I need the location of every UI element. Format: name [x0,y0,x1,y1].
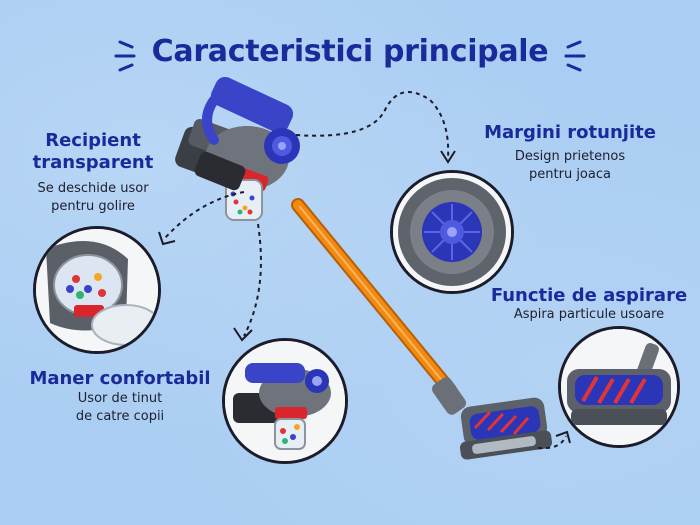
maner-desc: Usor de tinut de catre copii [75,391,165,424]
recipient-desc: Se deschide usor pentru golire [37,181,149,214]
recipient-title: Recipient transparent [32,130,154,173]
page-title: Caracteristici principale [151,34,549,69]
motor-closeup-image [390,170,514,294]
margini-title: Margini rotunjite [484,122,656,143]
brush-head-closeup-image [558,326,680,448]
handle-closeup-image [222,338,348,464]
margini-desc: Design prietenos pentru joaca [514,149,626,182]
maner-title: Maner confortabil [29,368,211,389]
sparkle-right-icon [564,40,586,72]
functie-desc: Aspira particule usoare [513,307,665,322]
bin-closeup-image [33,226,161,354]
functie-title: Functie de aspirare [490,285,688,306]
sparkle-left-icon [114,40,136,72]
